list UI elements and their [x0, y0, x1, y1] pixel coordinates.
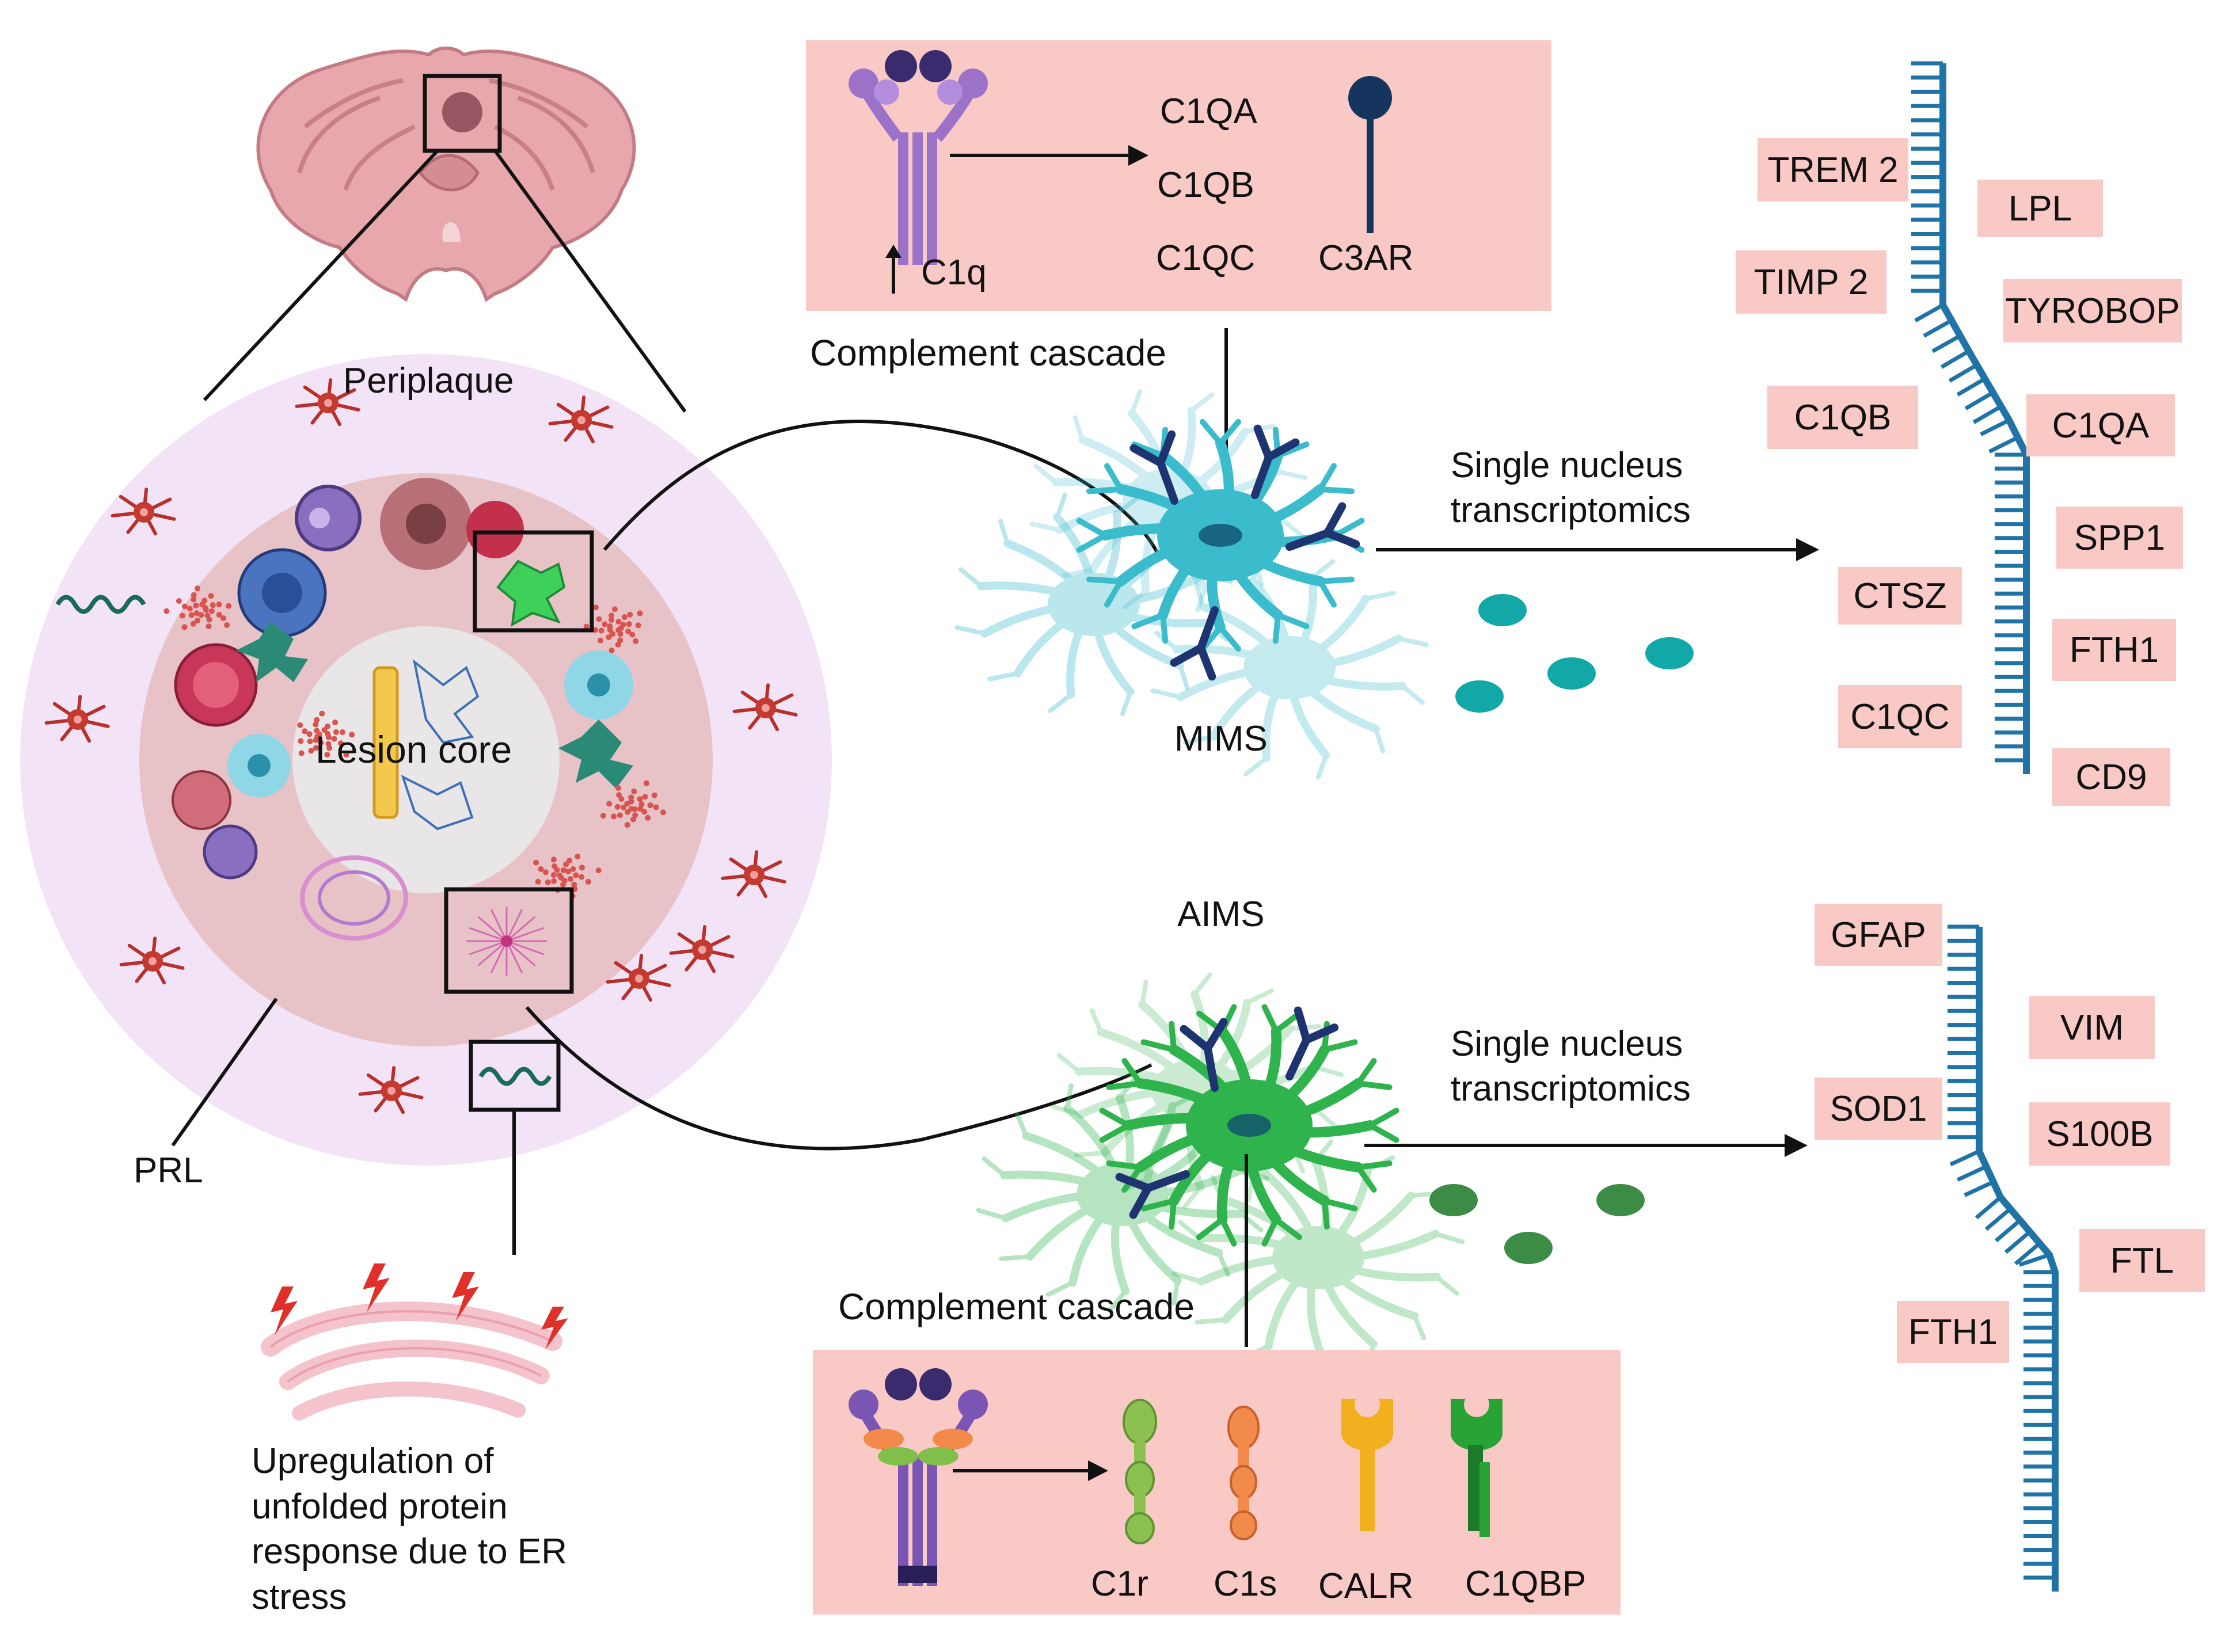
er-caption-line: response due to ER	[252, 1532, 568, 1572]
gene-trem2: TREM 2	[1758, 138, 1908, 201]
stress-lightning-icons	[271, 1263, 568, 1350]
mims-microglia-illustration	[954, 389, 1429, 780]
lesion-core-region	[292, 626, 560, 893]
microglia-cell-icon	[358, 1066, 424, 1114]
periplaque-label: Periplaque	[343, 361, 514, 401]
c3ar-label: C3AR	[1318, 238, 1414, 278]
microglia-cell-icon	[669, 925, 735, 973]
microglia-cell-icon	[721, 850, 786, 899]
c3ar-receptor-icon	[1348, 76, 1392, 233]
aims-secreted-vesicles	[1429, 1184, 1645, 1264]
gene-fth1-aims: FTH1	[1897, 1301, 2009, 1363]
mims-antibody-icons	[1129, 424, 1360, 681]
transcriptomics-line: transcriptomics	[1451, 1068, 1691, 1109]
gene-c1qc-mims: C1QC	[1838, 685, 1962, 748]
gene-c1qb: C1QB	[1767, 386, 1918, 449]
aims-astrocyte-illustration	[976, 972, 1465, 1376]
microglia-cell-icon	[119, 937, 185, 985]
endoplasmic-reticulum	[261, 1301, 562, 1421]
gene-c1qc-label: C1QC	[1156, 238, 1256, 278]
aims-antibody-icons	[1115, 1006, 1339, 1219]
microglia-zoom-box	[473, 530, 594, 633]
bottom-cascade-label: Complement cascade	[838, 1286, 1195, 1327]
microglia-cell-icon	[548, 395, 614, 444]
brain-illustration	[256, 46, 636, 302]
microglia-cell-icon	[606, 954, 671, 1002]
microglia-cell-icon	[295, 378, 360, 427]
mims-transcript-ladder	[1911, 61, 2030, 774]
mims-transcriptomics-label: Single nucleus transcriptomics	[1451, 443, 1691, 532]
gene-lpl: LPL	[1977, 180, 2103, 237]
mini-astrocyte	[466, 907, 547, 976]
c1q-molecule-icon	[849, 50, 988, 265]
c1s-label: C1s	[1214, 1564, 1277, 1604]
c1r-label: C1r	[1091, 1564, 1148, 1604]
gene-spp1: SPP1	[2056, 507, 2183, 569]
brain-zoom-box	[423, 74, 502, 153]
c1qbp-label: C1QBP	[1465, 1564, 1587, 1604]
aims-label: AIMS	[1177, 894, 1265, 934]
gene-ctsz: CTSZ	[1838, 567, 1962, 625]
c1q-label: C1q	[921, 253, 987, 292]
c1qbp-protein-icon	[1451, 1392, 1503, 1537]
mims-label: MIMS	[1174, 719, 1268, 759]
er-stress-caption: Upregulation of unfolded protein respons…	[252, 1439, 567, 1620]
gene-c1qb-label: C1QB	[1157, 165, 1254, 205]
mims-secreted-vesicles	[1455, 594, 1694, 713]
gene-vim: VIM	[2029, 996, 2155, 1059]
microglia-cell-icon	[732, 683, 798, 732]
astrocyte-zoom-box	[444, 887, 574, 994]
calr-protein-icon	[1341, 1392, 1393, 1531]
prl-label: PRL	[134, 1151, 203, 1190]
gene-timp2: TIMP 2	[1736, 250, 1886, 314]
gene-c1qa: C1QA	[2026, 394, 2175, 456]
transcriptomics-line: transcriptomics	[1451, 490, 1691, 530]
er-caption-line: unfolded protein	[252, 1486, 508, 1527]
aims-transcriptomics-label: Single nucleus transcriptomics	[1451, 1022, 1691, 1111]
core-debris	[372, 659, 480, 831]
gene-gfap: GFAP	[1815, 904, 1942, 966]
c1s-protein-icon	[1227, 1406, 1260, 1540]
gene-ftl: FTL	[2079, 1229, 2205, 1292]
gene-s100b: S100B	[2029, 1102, 2170, 1166]
er-caption-line: stress	[252, 1577, 347, 1617]
speckle-dots	[163, 585, 667, 899]
c1r-protein-icon	[1123, 1399, 1157, 1544]
transcriptomics-line: Single nucleus	[1451, 446, 1683, 485]
gene-c1qa-label: C1QA	[1160, 92, 1257, 131]
calr-label: CALR	[1318, 1566, 1414, 1606]
top-cascade-label: Complement cascade	[810, 332, 1166, 374]
periplaque-microglia	[44, 378, 798, 1114]
gene-sod1: SOD1	[1815, 1078, 1942, 1140]
rim-cells	[172, 478, 633, 941]
gene-tyrobop: TYROBOP	[2003, 279, 2182, 342]
er-caption-line: Upregulation of	[252, 1441, 494, 1481]
aims-transcript-ladder	[1947, 924, 2059, 1592]
c1-complex-icon	[849, 1368, 988, 1586]
microglia-cell-icon	[44, 695, 110, 743]
microglia-cell-icon	[111, 488, 176, 536]
transcriptomics-line: Single nucleus	[1451, 1024, 1683, 1064]
gene-fth1-mims: FTH1	[2052, 619, 2176, 681]
gene-cd9: CD9	[2052, 748, 2170, 806]
lesion-core-label: Lesion core	[315, 728, 512, 771]
